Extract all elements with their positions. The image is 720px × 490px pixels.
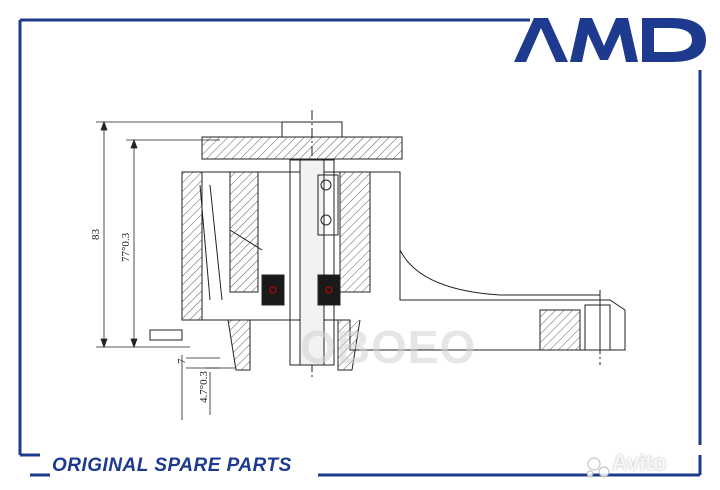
center-watermark-text: OBOEO: [300, 321, 477, 373]
dimension-overall-height: 83: [90, 229, 102, 240]
dimension-offset-lower: 4.7°0.3: [198, 371, 210, 403]
amd-logo: [514, 18, 706, 62]
dimension-inner-height: 77°0.3: [120, 232, 132, 262]
avito-watermark-text: Avito: [612, 450, 667, 475]
avito-watermark-icon: [586, 457, 610, 478]
original-spare-parts-label: ORIGINAL SPARE PARTS: [52, 455, 292, 476]
dimension-offset-small: 7: [176, 358, 188, 365]
